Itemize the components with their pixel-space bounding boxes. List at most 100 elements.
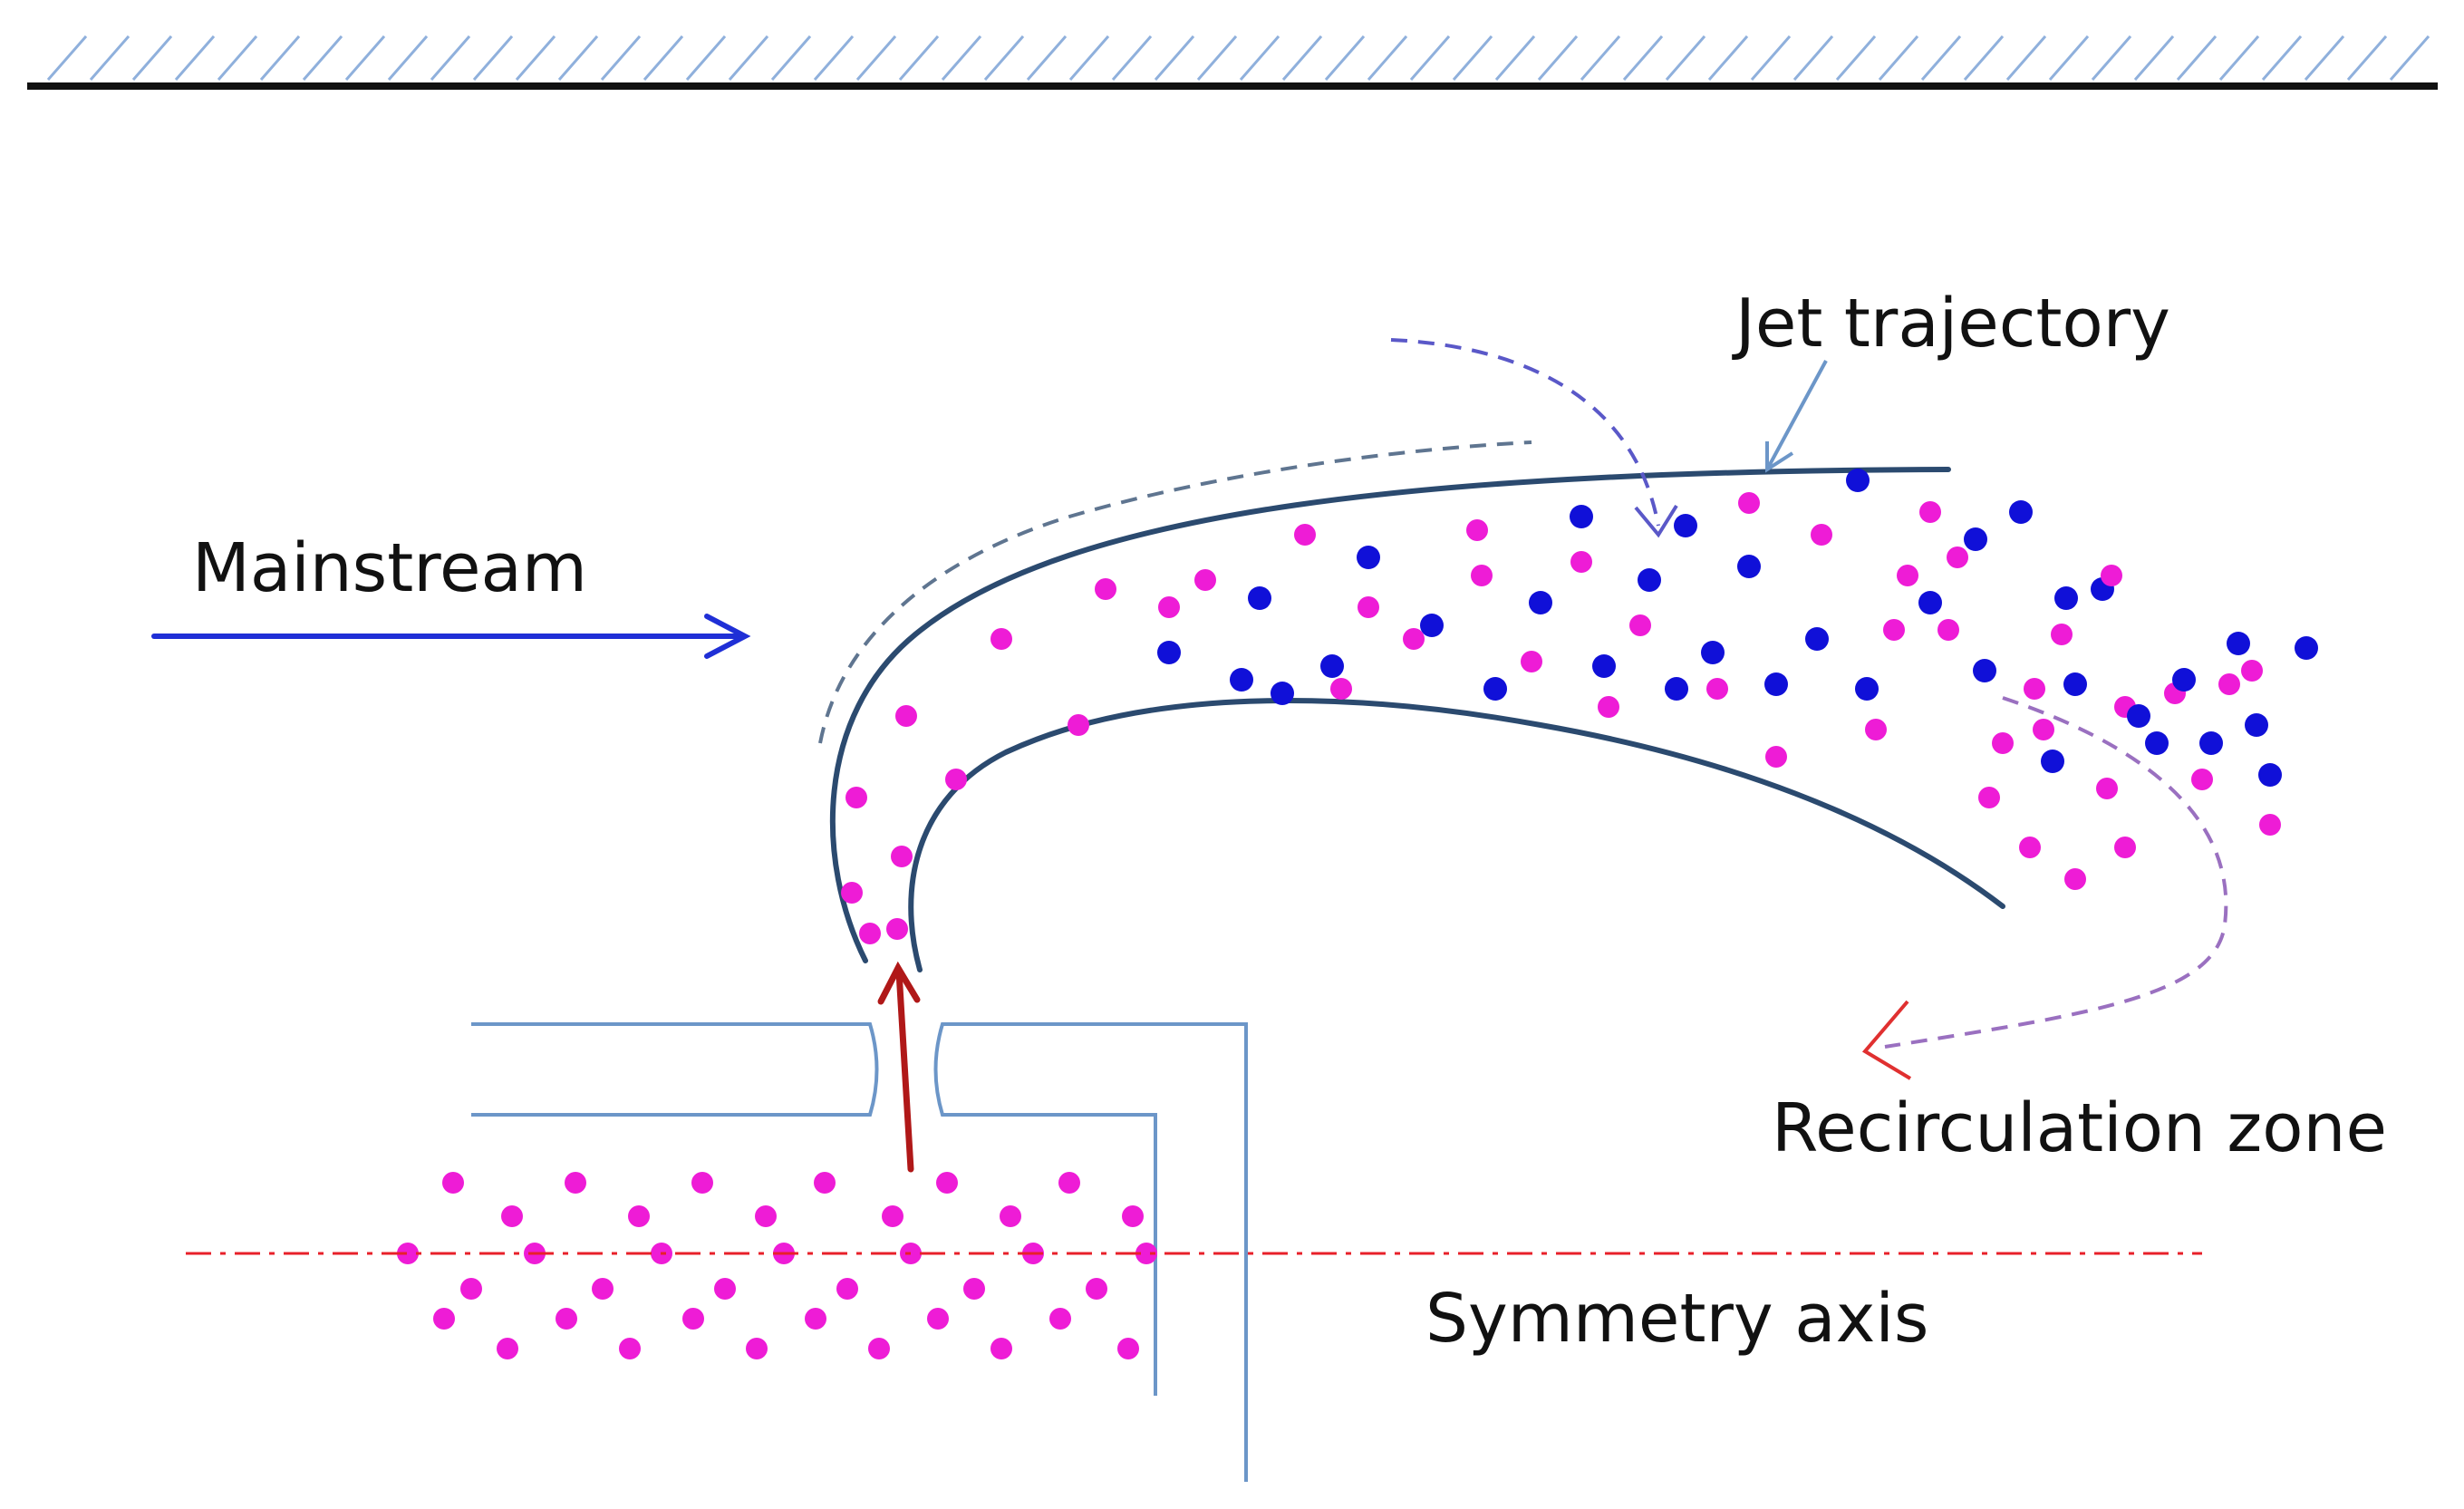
particle-blue — [2258, 763, 2282, 787]
particle-magenta — [1629, 614, 1651, 636]
particle-magenta — [1738, 492, 1760, 514]
particle-blue — [2009, 500, 2033, 524]
particle-magenta — [1158, 596, 1180, 618]
hatch-stroke — [217, 35, 258, 81]
injection-arrow — [877, 961, 921, 1173]
particle-blue — [2245, 713, 2268, 737]
jet-outer-boundary — [829, 467, 1951, 963]
hatch-stroke — [1622, 35, 1664, 81]
hatch-stroke — [1452, 35, 1493, 81]
particle-magenta — [497, 1338, 518, 1359]
particle-magenta — [397, 1243, 419, 1264]
particle-magenta — [433, 1308, 455, 1330]
particle-blue — [2172, 668, 2196, 692]
particle-blue — [1665, 677, 1688, 701]
hatch-stroke — [472, 35, 514, 81]
hatch-stroke — [1707, 35, 1749, 81]
hatch-stroke — [557, 35, 599, 81]
hatch-stroke — [259, 35, 301, 81]
particle-magenta — [565, 1172, 586, 1194]
particle-magenta — [2019, 837, 2041, 858]
hatch-stroke — [728, 35, 769, 81]
particle-blue — [2199, 731, 2223, 755]
hatch-stroke — [89, 35, 130, 81]
particle-magenta — [841, 882, 863, 904]
particle-magenta — [1122, 1205, 1144, 1227]
particle-magenta — [868, 1338, 890, 1359]
particle-blue — [1420, 614, 1444, 637]
particle-magenta — [1598, 696, 1619, 718]
hatch-stroke — [1878, 35, 1919, 81]
injection-arrow-shaft — [895, 968, 914, 1173]
hatch-stroke — [2389, 35, 2430, 81]
particle-magenta — [2051, 624, 2073, 645]
pointer-line — [1765, 360, 1828, 470]
particle-magenta — [886, 918, 908, 940]
hatch-stroke — [1835, 35, 1877, 81]
particle-magenta — [1992, 732, 2014, 754]
particle-magenta — [1330, 678, 1352, 700]
particle-magenta — [1095, 578, 1116, 600]
hatch-stroke — [1665, 35, 1706, 81]
recirculation-dashed-streamline — [1884, 696, 2228, 1049]
particle-blue — [2295, 636, 2318, 660]
injection-arrow-head — [877, 961, 921, 1005]
particle-magenta — [755, 1205, 777, 1227]
particle-magenta — [1919, 501, 1941, 523]
particle-magenta — [2259, 814, 2281, 836]
top-streamline-arrowhead — [1634, 504, 1678, 538]
particle-magenta — [845, 787, 867, 808]
jet-trajectory-pointer — [1765, 360, 1828, 473]
particle-magenta — [628, 1205, 650, 1227]
particle-magenta — [2096, 778, 2118, 799]
particle-magenta — [556, 1308, 577, 1330]
hatch-stroke — [1750, 35, 1792, 81]
particle-magenta — [1811, 524, 1832, 546]
particle-blue — [1674, 514, 1697, 537]
outer-dashed-streamline — [818, 440, 1532, 744]
hatch-stroke — [174, 35, 216, 81]
hatch-stroke — [1494, 35, 1536, 81]
top-dashed-streamline — [1390, 338, 1660, 527]
particle-magenta — [990, 1338, 1012, 1359]
particle-magenta — [1466, 519, 1488, 541]
particle-magenta — [1000, 1205, 1021, 1227]
hatch-stroke — [2261, 35, 2303, 81]
particle-magenta — [1294, 524, 1316, 546]
particle-magenta — [990, 628, 1012, 650]
particle-blue — [1157, 641, 1181, 664]
particle-blue — [1248, 586, 1271, 610]
hatch-stroke — [813, 35, 855, 81]
hatch-stroke — [131, 35, 173, 81]
particle-magenta — [1521, 651, 1542, 672]
particle-blue — [2145, 731, 2169, 755]
pipe-upper-right-wall — [933, 1022, 1248, 1482]
particle-magenta — [1117, 1338, 1139, 1359]
particle-magenta — [592, 1278, 614, 1300]
flow-streamlines — [818, 338, 2228, 1049]
hatch-stroke — [770, 35, 812, 81]
particle-blue — [2127, 704, 2150, 728]
hatch-stroke — [1281, 35, 1323, 81]
particle-magenta — [2033, 719, 2054, 740]
top-wall — [27, 35, 2438, 90]
particle-blue — [1855, 677, 1879, 701]
hatch-stroke — [2133, 35, 2175, 81]
hatch-stroke — [2048, 35, 2090, 81]
mainstream-arrow — [151, 614, 751, 659]
pointer-head — [1765, 441, 1794, 473]
particle-magenta — [2241, 660, 2263, 682]
particle-magenta — [859, 923, 881, 944]
particle-magenta — [836, 1278, 858, 1300]
particle-blue — [2041, 750, 2064, 773]
particle-magenta — [1706, 678, 1728, 700]
particle-magenta — [1765, 746, 1787, 768]
particle-blue — [1529, 591, 1552, 614]
particle-magenta — [945, 769, 967, 790]
particle-blue — [1638, 568, 1661, 592]
particle-magenta — [963, 1278, 985, 1300]
particle-magenta — [2101, 565, 2122, 586]
jet-plume — [829, 467, 2005, 972]
hatch-stroke — [600, 35, 642, 81]
